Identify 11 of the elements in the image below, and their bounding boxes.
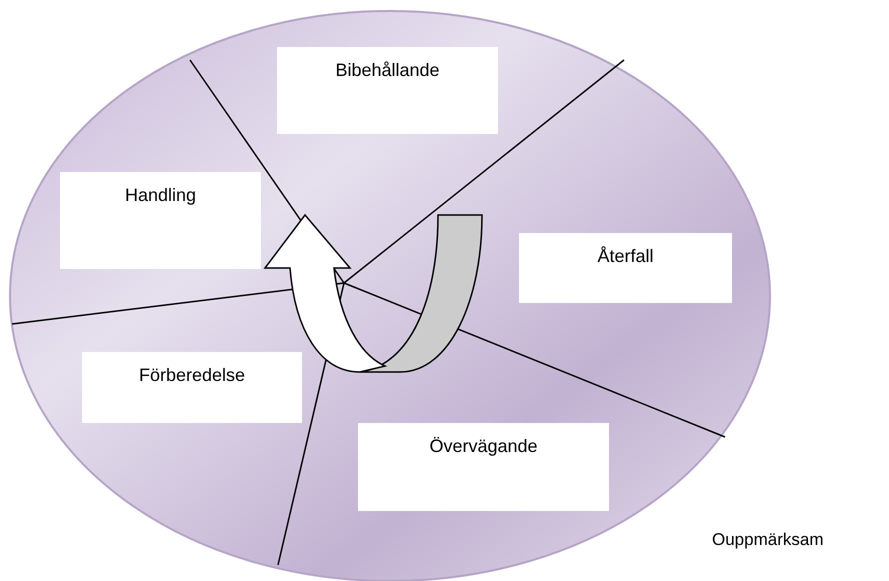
stage-box xyxy=(277,47,498,134)
stage-box xyxy=(519,233,732,303)
stage-box xyxy=(82,352,302,423)
stage-box xyxy=(358,423,609,511)
stage-label: Återfall xyxy=(597,246,654,266)
stage-label: Ouppmärksam xyxy=(712,530,824,550)
stage-box xyxy=(60,172,261,269)
stage-label: Förberedelse xyxy=(138,365,246,385)
stage-label: Handling xyxy=(124,185,196,205)
stage-label: Övervägande xyxy=(429,436,538,456)
stage-label: Bibehållande xyxy=(335,60,440,80)
